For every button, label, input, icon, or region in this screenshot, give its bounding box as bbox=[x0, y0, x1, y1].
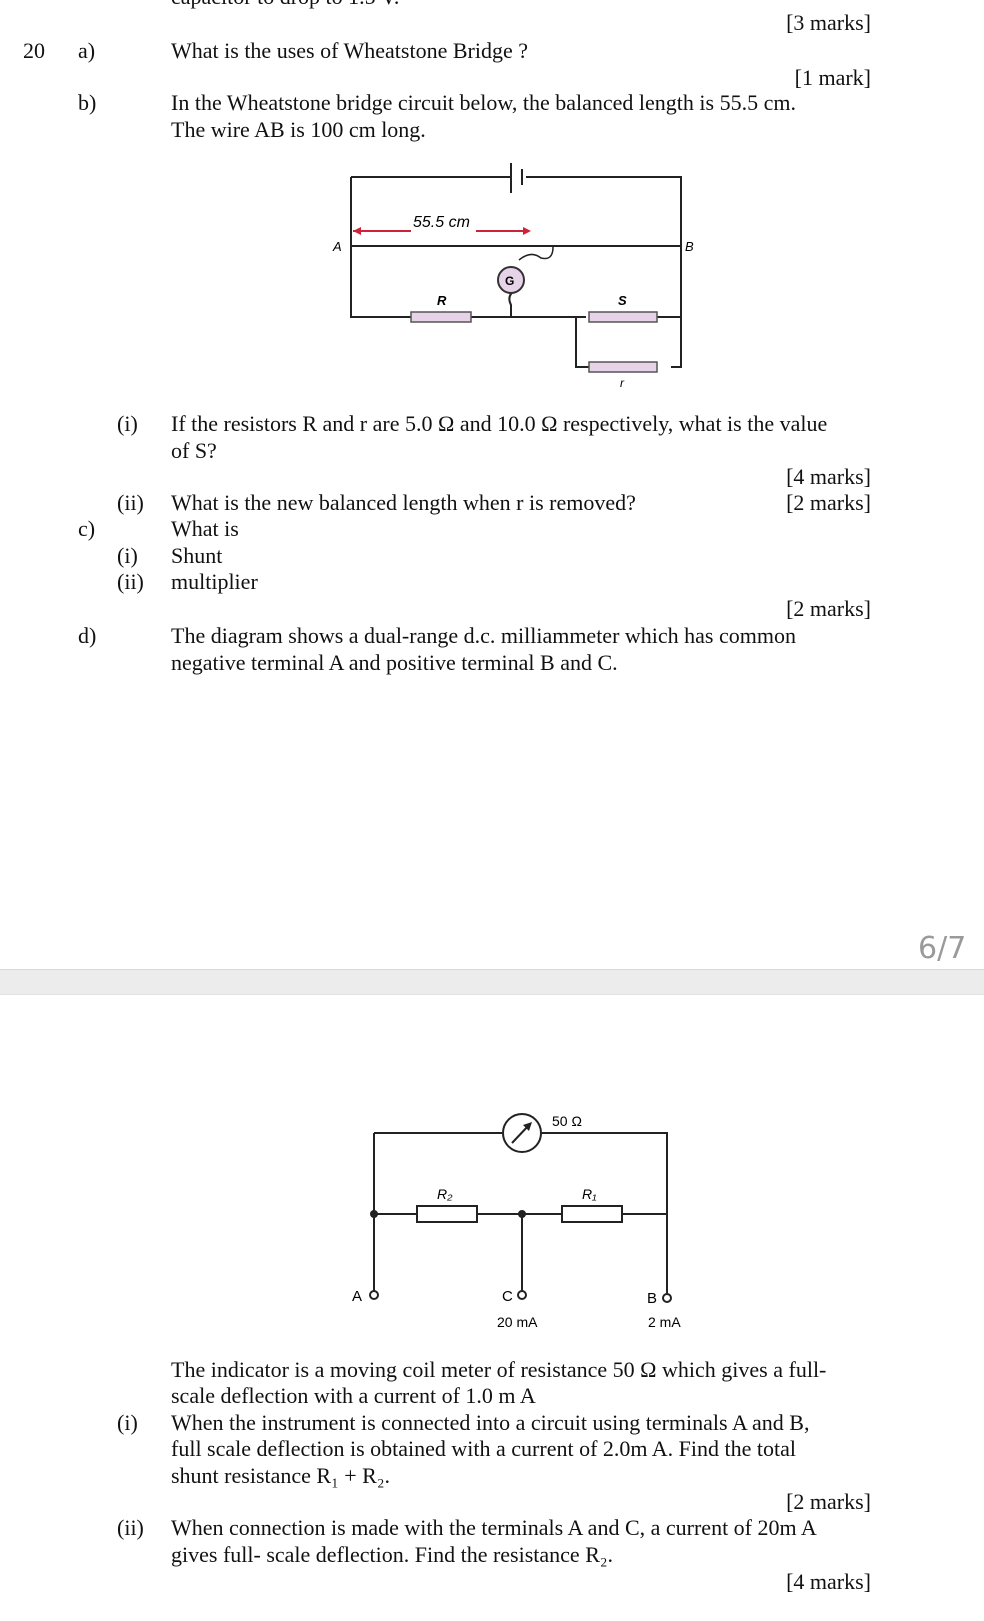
terminal-c-icon bbox=[517, 1290, 527, 1300]
milliammeter-diagram: 50 Ω R₂ R₁ A C B 20 mA 2 mA bbox=[352, 1113, 681, 1330]
point-a-label: A bbox=[332, 239, 342, 254]
terminal-b-icon bbox=[662, 1293, 672, 1303]
meter-icon bbox=[502, 1113, 542, 1153]
page-separator bbox=[0, 969, 984, 995]
part-a-label: a) bbox=[78, 38, 96, 63]
sub-ii-label: (ii) bbox=[117, 1515, 144, 1540]
sub-i-text: Shunt bbox=[171, 543, 223, 568]
marks-label: [2 marks] bbox=[786, 490, 871, 515]
part-a-text: What is the uses of Wheatstone Bridge ? bbox=[171, 38, 528, 63]
galvanometer-label: G bbox=[505, 274, 514, 288]
sub-ii-text: multiplier bbox=[171, 569, 258, 594]
previous-question-cut-text: capacitor to drop to 1.5 V. bbox=[171, 0, 399, 10]
galvanometer-icon bbox=[497, 266, 525, 294]
sub-ii-text: gives full- scale deflection. Find the r… bbox=[171, 1542, 614, 1567]
sub-i-label: (i) bbox=[117, 411, 138, 436]
part-c-text: What is bbox=[171, 516, 239, 541]
indicator-text: The indicator is a moving coil meter of … bbox=[171, 1357, 827, 1382]
point-b-label: B bbox=[685, 239, 694, 254]
sub-i-text: shunt resistance R₁ + R₂. bbox=[171, 1463, 391, 1488]
terminal-b-label: B bbox=[647, 1290, 657, 1307]
part-d-text: negative terminal A and positive termina… bbox=[171, 650, 618, 675]
sub-ii-label: (ii) bbox=[117, 569, 144, 594]
part-d-text: The diagram shows a dual-range d.c. mill… bbox=[171, 623, 796, 648]
resistor-r1-icon bbox=[561, 1205, 623, 1223]
question-number: 20 bbox=[23, 38, 45, 63]
r1-label: R₁ bbox=[582, 1186, 597, 1202]
meter-resistance-label: 50 Ω bbox=[552, 1113, 582, 1129]
marks-label: [2 marks] bbox=[786, 1489, 871, 1514]
sub-i-text: If the resistors R and r are 5.0 Ω and 1… bbox=[171, 411, 828, 436]
part-d-label: d) bbox=[78, 623, 97, 648]
part-b-text: In the Wheatstone bridge circuit below, … bbox=[171, 90, 796, 115]
resistor-icon bbox=[410, 311, 658, 373]
resistor-r-label: R bbox=[437, 293, 447, 308]
sub-i-text: of S? bbox=[171, 438, 217, 463]
resistor-small-r-label: r bbox=[620, 376, 625, 390]
r2-label: R₂ bbox=[437, 1186, 453, 1202]
marks-label: [2 marks] bbox=[786, 596, 871, 621]
sub-ii-label: (ii) bbox=[117, 490, 144, 515]
sub-ii-text: When connection is made with the termina… bbox=[171, 1515, 817, 1540]
wheatstone-bridge-diagram: G 55.5 cm A B R S r bbox=[332, 163, 694, 390]
resistor-s-label: S bbox=[618, 293, 627, 308]
marks-label: [1 mark] bbox=[794, 65, 871, 90]
sub-ii-text: What is the new balanced length when r i… bbox=[171, 490, 636, 515]
indicator-text: scale deflection with a current of 1.0 m… bbox=[171, 1383, 536, 1408]
sub-i-label: (i) bbox=[117, 1410, 138, 1435]
page-indicator: 6/7 bbox=[918, 931, 967, 966]
marks-label: [4 marks] bbox=[786, 464, 871, 489]
c-range-label: 20 mA bbox=[497, 1314, 538, 1330]
marks-label: [3 marks] bbox=[786, 10, 871, 35]
part-c-label: c) bbox=[78, 516, 96, 541]
length-label: 55.5 cm bbox=[413, 214, 470, 231]
sub-i-text: When the instrument is connected into a … bbox=[171, 1410, 810, 1435]
sub-i-label: (i) bbox=[117, 543, 138, 568]
b-range-label: 2 mA bbox=[648, 1314, 681, 1330]
terminal-c-label: C bbox=[502, 1288, 513, 1305]
terminal-a-icon bbox=[369, 1290, 379, 1300]
part-b-text: The wire AB is 100 cm long. bbox=[171, 117, 426, 142]
part-b-label: b) bbox=[78, 90, 97, 115]
terminal-a-label: A bbox=[352, 1288, 362, 1305]
resistor-r2-icon bbox=[416, 1205, 478, 1223]
marks-label: [4 marks] bbox=[786, 1569, 871, 1594]
sub-i-text: full scale deflection is obtained with a… bbox=[171, 1436, 797, 1461]
